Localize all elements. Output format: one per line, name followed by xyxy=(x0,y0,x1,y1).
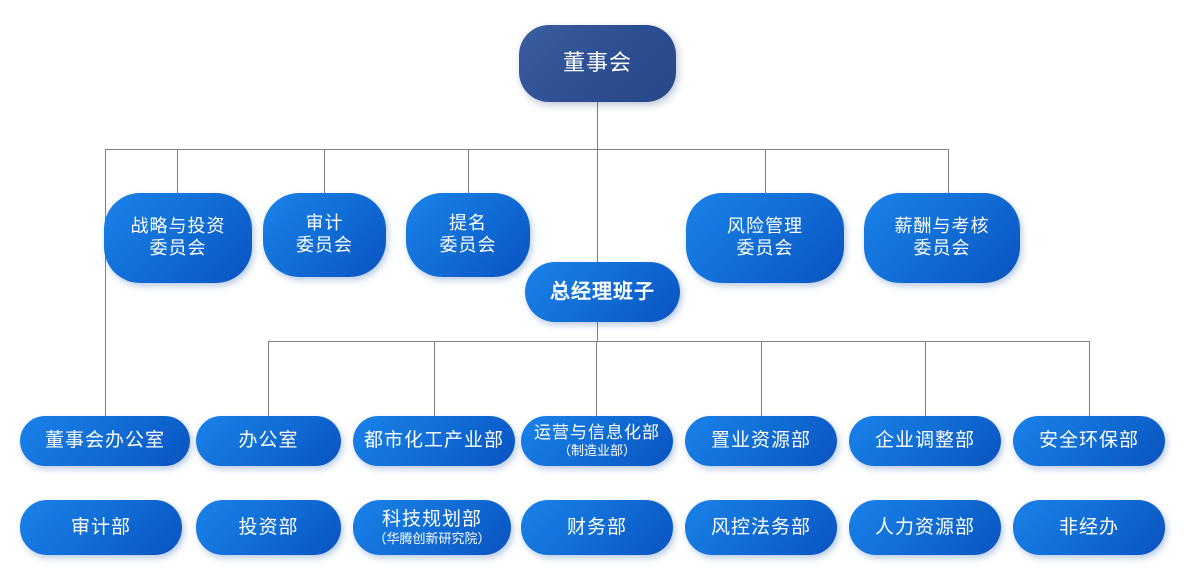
node-risk-management-line1: 风险管理 xyxy=(727,216,803,237)
node-finance-dept-label: 财务部 xyxy=(566,516,627,538)
node-property-resources[interactable]: 置业资源部 xyxy=(685,416,837,466)
node-operations-informatization[interactable]: 运营与信息化部 （制造业部） xyxy=(521,416,673,466)
node-nomination-committee-line1: 提名 xyxy=(449,213,487,234)
node-investment-dept-label: 投资部 xyxy=(238,516,299,538)
node-human-resources[interactable]: 人力资源部 xyxy=(849,500,1001,555)
connector-drop-general-office xyxy=(268,341,269,416)
node-tech-planning-label: 科技规划部 xyxy=(381,508,482,530)
node-general-office-label: 办公室 xyxy=(238,430,299,452)
node-safety-environment-label: 安全环保部 xyxy=(1038,430,1139,452)
node-board-office-label: 董事会办公室 xyxy=(44,430,165,452)
node-board[interactable]: 董事会 xyxy=(519,25,676,102)
node-finance-dept[interactable]: 财务部 xyxy=(521,500,673,555)
node-safety-environment[interactable]: 安全环保部 xyxy=(1013,416,1165,466)
node-strategy-investment[interactable]: 战略与投资 委员会 xyxy=(104,193,252,283)
node-strategy-investment-line2: 委员会 xyxy=(149,238,207,258)
node-property-resources-label: 置业资源部 xyxy=(710,430,811,452)
node-audit-dept[interactable]: 审计部 xyxy=(20,500,182,555)
node-urban-chemical-label: 都市化工产业部 xyxy=(363,430,504,452)
node-gm-team-label: 总经理班子 xyxy=(550,280,655,303)
connector-board-stem xyxy=(597,101,598,149)
node-compensation-assessment-line2: 委员会 xyxy=(913,238,971,258)
node-board-office[interactable]: 董事会办公室 xyxy=(20,416,190,466)
connector-gm-stem xyxy=(597,322,598,341)
connector-drop-risk-management xyxy=(765,149,766,193)
node-risk-legal[interactable]: 风控法务部 xyxy=(685,500,837,555)
connector-drop-urban-chemical xyxy=(434,341,435,416)
node-operations-informatization-sub: （制造业部） xyxy=(557,443,636,459)
connector-department-bus xyxy=(268,341,1090,342)
connector-drop-safety-environment xyxy=(1089,341,1090,416)
node-nomination-committee-line2: 委员会 xyxy=(439,235,497,255)
node-non-operating-label: 非经办 xyxy=(1058,516,1119,538)
connector-committee-bus xyxy=(105,149,949,150)
node-investment-dept[interactable]: 投资部 xyxy=(196,500,341,555)
connector-drop-nomination-committee xyxy=(468,149,469,193)
connector-drop-strategy-investment xyxy=(177,149,178,193)
connector-drop-operations-informatization xyxy=(596,341,597,416)
node-enterprise-adjustment-label: 企业调整部 xyxy=(874,430,975,452)
node-audit-dept-label: 审计部 xyxy=(70,516,131,538)
node-human-resources-label: 人力资源部 xyxy=(874,516,975,538)
connector-drop-compensation xyxy=(948,149,949,193)
node-enterprise-adjustment[interactable]: 企业调整部 xyxy=(849,416,1001,466)
node-urban-chemical[interactable]: 都市化工产业部 xyxy=(353,416,515,466)
node-compensation-assessment-line1: 薪酬与考核 xyxy=(894,216,990,237)
node-general-office[interactable]: 办公室 xyxy=(196,416,341,466)
node-audit-committee[interactable]: 审计 委员会 xyxy=(263,193,386,277)
node-gm-team[interactable]: 总经理班子 xyxy=(525,262,680,322)
node-board-label: 董事会 xyxy=(562,50,632,76)
node-strategy-investment-line1: 战略与投资 xyxy=(130,216,226,237)
node-non-operating[interactable]: 非经办 xyxy=(1013,500,1165,555)
node-tech-planning[interactable]: 科技规划部 （华腾创新研究院） xyxy=(353,500,511,555)
node-compensation-assessment[interactable]: 薪酬与考核 委员会 xyxy=(864,193,1020,283)
node-risk-management[interactable]: 风险管理 委员会 xyxy=(686,193,844,283)
connector-drop-enterprise-adjustment xyxy=(925,341,926,416)
node-nomination-committee[interactable]: 提名 委员会 xyxy=(406,193,530,277)
node-operations-informatization-label: 运营与信息化部 xyxy=(534,422,660,442)
connector-drop-property-resources xyxy=(761,341,762,416)
node-tech-planning-sub: （华腾创新研究院） xyxy=(373,531,491,547)
connector-drop-audit-committee xyxy=(324,149,325,193)
node-audit-committee-line2: 委员会 xyxy=(296,235,353,255)
connector-drop-gm-team xyxy=(597,149,598,262)
node-risk-legal-label: 风控法务部 xyxy=(710,516,811,538)
node-risk-management-line2: 委员会 xyxy=(736,238,794,258)
connector-drop-board-office xyxy=(105,149,106,416)
node-audit-committee-line1: 审计 xyxy=(305,213,344,234)
